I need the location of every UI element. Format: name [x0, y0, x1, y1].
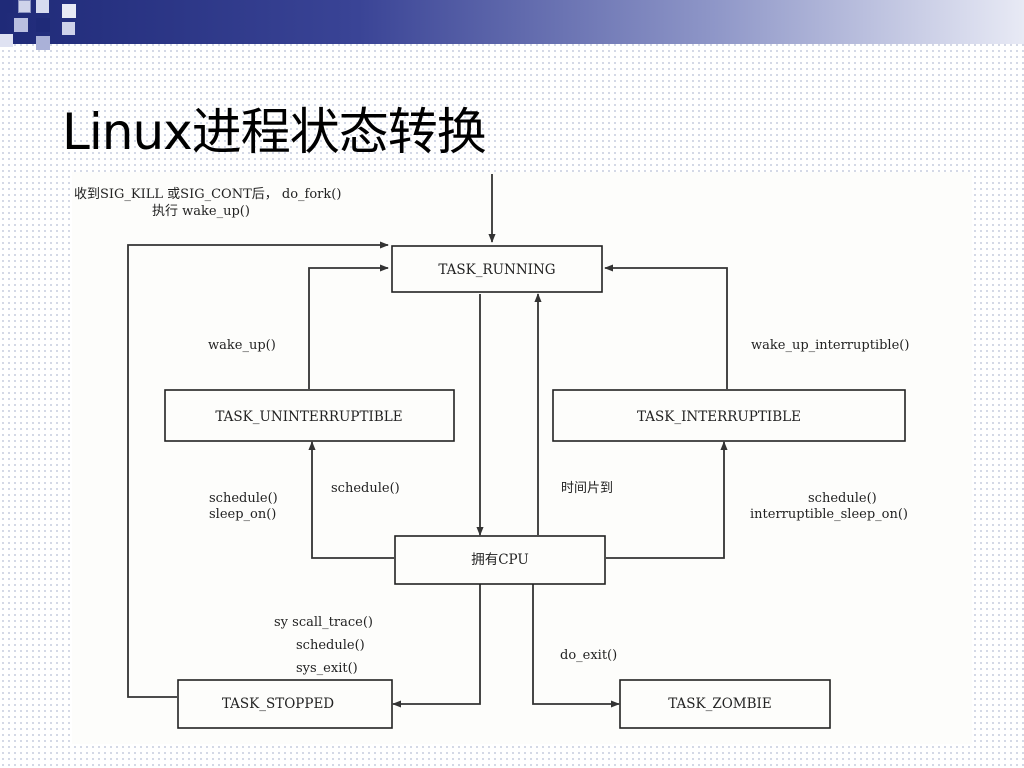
edge-cpu-to-stopped	[392, 584, 481, 708]
label-wake-up: wake_up()	[208, 338, 276, 353]
logo-squares	[0, 0, 80, 64]
label-schedule-left-2: sleep_on()	[209, 507, 276, 522]
edge-cpu-to-interruptible	[606, 441, 728, 559]
state-box-cpu	[394, 535, 606, 585]
edge-cpu-to-uninterruptible	[308, 441, 394, 559]
state-box-interruptible	[552, 389, 906, 442]
label-do-exit: do_exit()	[560, 648, 617, 663]
label-wake-up-interruptible: wake_up_interruptible()	[751, 338, 909, 353]
edge-cpu-to-zombie	[532, 584, 620, 708]
label-syscall-trace: sy scall_trace()	[274, 615, 373, 630]
state-label-uninterruptible: TASK_UNINTERRUPTIBLE	[215, 409, 402, 425]
state-label-zombie: TASK_ZOMBIE	[668, 696, 771, 712]
state-box-running	[391, 245, 603, 293]
slide-title: Linux进程状态转换	[62, 103, 487, 161]
state-box-uninterruptible	[164, 389, 455, 442]
label-top-line1: 收到SIG_KILL 或SIG_CONT后， do_fork()	[74, 187, 341, 202]
state-box-zombie	[619, 679, 831, 729]
label-schedule-right-2: interruptible_sleep_on()	[750, 507, 908, 522]
edge-stopped-to-running	[127, 241, 389, 698]
label-schedule-low: schedule()	[296, 638, 365, 653]
label-schedule-left-1: schedule()	[209, 491, 278, 506]
label-schedule-mid: schedule()	[331, 481, 400, 496]
edge-interruptible-to-running	[604, 264, 728, 389]
edge-uninterruptible-to-running	[308, 264, 389, 389]
state-label-running: TASK_RUNNING	[438, 262, 555, 278]
state-label-cpu: 拥有CPU	[471, 552, 529, 568]
label-top-line2: 执行 wake_up()	[152, 204, 250, 219]
header-bar	[0, 0, 1024, 44]
label-schedule-right-1: schedule()	[808, 491, 877, 506]
diagram-panel: TASK_RUNNING TASK_UNINTERRUPTIBLE TASK_I…	[72, 172, 972, 744]
label-sys-exit: sys_exit()	[296, 661, 358, 676]
state-diagram: TASK_RUNNING TASK_UNINTERRUPTIBLE TASK_I…	[74, 174, 909, 729]
state-box-stopped	[177, 679, 393, 729]
state-label-interruptible: TASK_INTERRUPTIBLE	[637, 409, 801, 425]
label-time-slice: 时间片到	[561, 481, 613, 496]
state-label-stopped: TASK_STOPPED	[222, 696, 334, 712]
